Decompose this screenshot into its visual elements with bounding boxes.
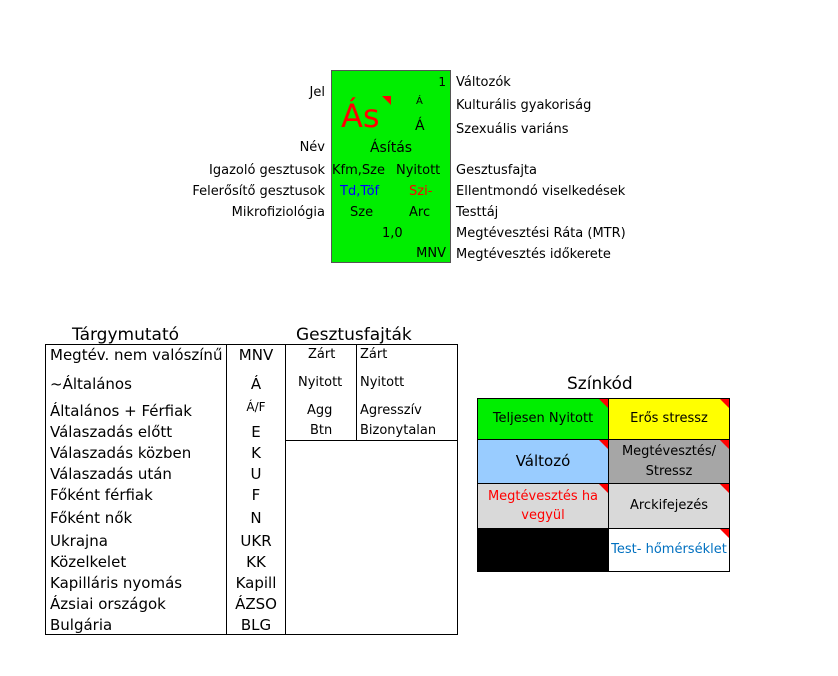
color-box-label: Test- hőmérséklet xyxy=(611,542,727,558)
color-box-label: Arckifejezés xyxy=(629,498,709,514)
gesture-long: Bizonytalan xyxy=(360,423,437,438)
index-title: Tárgymutató xyxy=(72,325,180,345)
index-row-code: K xyxy=(251,444,261,462)
index-row-code: U xyxy=(250,465,262,483)
index-row-code: Á xyxy=(250,375,262,393)
index-row-code: E xyxy=(251,423,261,441)
color-box-teljesen-nyitott: Teljesen Nyitott xyxy=(477,398,609,440)
card-arc: Arc xyxy=(409,205,431,220)
symbol-card: 1 Ás Á Á Ásítás Kfm,Sze Nyitott Td,Töf S… xyxy=(331,70,451,263)
index-row-code: UKR xyxy=(240,532,272,550)
index-row-label: Ukrajna xyxy=(50,532,108,550)
index-row-label: Kapilláris nyomás xyxy=(50,574,183,592)
label-testtaj: Testtáj xyxy=(456,205,499,220)
color-box-megtevesztes-stressz: Megtévesztés/ Stressz xyxy=(608,439,730,484)
color-box-arckifejezes: Arckifejezés xyxy=(608,483,730,529)
gesture-short: Btn xyxy=(310,423,333,438)
label-mtr: Megtévesztési Ráta (MTR) xyxy=(456,226,626,241)
color-box-valtozo: Változó xyxy=(477,439,609,484)
index-row-code: MNV xyxy=(238,346,274,364)
label-igazolo: Igazoló gesztusok xyxy=(209,163,325,178)
index-row-code: Kapill xyxy=(235,574,277,592)
card-td: Td,Töf xyxy=(340,184,380,199)
legend-table: Megtév. nem valószínű ~Általános Általán… xyxy=(45,344,458,635)
label-szexualis: Szexuális variáns xyxy=(456,122,569,137)
label-idokeret: Megtévesztés időkerete xyxy=(456,247,611,262)
label-ellentmondo: Ellentmondó viselkedések xyxy=(456,184,626,199)
card-nyitott: Nyitott xyxy=(396,163,441,178)
label-felerosito: Felerősítő gesztusok xyxy=(192,184,325,199)
card-name: Ásítás xyxy=(369,140,413,156)
gesture-short: Zárt xyxy=(308,347,336,362)
index-row-label: Válaszadás közben xyxy=(50,444,192,462)
color-box-label: Változó xyxy=(515,452,571,471)
index-row-code: N xyxy=(250,509,262,527)
label-jel: Jel xyxy=(309,85,325,100)
index-row-label: Közelkelet xyxy=(50,553,127,571)
card-number: 1 xyxy=(438,75,446,89)
index-row-label: Válaszadás előtt xyxy=(50,423,173,441)
card-sze: Sze xyxy=(350,205,374,220)
color-box-black xyxy=(477,528,609,572)
color-box-label: Erős stressz xyxy=(630,411,708,427)
label-gesztusfajta: Gesztusfajta xyxy=(456,163,537,178)
color-box-test-homerseklet: Test- hőmérséklet xyxy=(608,528,730,572)
index-row-label: Megtév. nem valószínű xyxy=(50,346,223,364)
index-row-code: KK xyxy=(246,553,266,571)
label-mikro: Mikrofiziológia xyxy=(231,205,325,220)
index-row-code: ÁZSO xyxy=(235,595,277,613)
index-row-label: Általános + Férfiak xyxy=(50,402,192,420)
card-big-a: Á xyxy=(415,118,425,134)
index-row-label: Bulgária xyxy=(50,616,113,634)
index-row-label: Főként nők xyxy=(50,509,133,527)
gesture-long: Zárt xyxy=(360,347,388,362)
card-kfm: Kfm,Sze xyxy=(332,163,385,178)
index-row-label: Ázsiai országok xyxy=(50,595,166,613)
card-szi: Szi- xyxy=(409,184,433,199)
index-row-label: Válaszadás után xyxy=(50,465,172,483)
comment-marker xyxy=(382,96,391,105)
label-nev: Név xyxy=(299,140,325,155)
card-rate: 1,0 xyxy=(382,226,403,241)
index-row-label: Főként férfiak xyxy=(50,486,153,504)
gesture-short: Nyitott xyxy=(298,375,343,390)
index-row-code: Á/F xyxy=(246,400,266,414)
index-row-code: BLG xyxy=(240,616,272,634)
gesture-long: Agresszív xyxy=(360,403,422,418)
color-box-megtevesztes-ha-vegyul: Megtévesztés ha vegyül xyxy=(477,483,609,529)
colorcode-title: Színkód xyxy=(567,374,633,394)
label-kulturalis: Kulturális gyakoriság xyxy=(456,98,592,113)
card-mnv: MNV xyxy=(416,246,446,261)
gesture-short: Agg xyxy=(307,403,333,418)
color-box-label: Teljesen Nyitott xyxy=(492,411,594,427)
gesture-long: Nyitott xyxy=(360,375,405,390)
color-box-label: Megtévesztés/ Stressz xyxy=(621,444,717,479)
label-valtozok: Változók xyxy=(456,75,511,90)
color-box-eros-stressz: Erős stressz xyxy=(608,398,730,440)
card-symbol: Ás xyxy=(341,97,380,135)
color-box-label: Megtévesztés ha vegyül xyxy=(487,488,599,524)
card-small-a: Á xyxy=(416,96,423,107)
index-row-code: F xyxy=(251,486,261,504)
gestures-title: Gesztusfajták xyxy=(296,325,412,345)
index-row-label: ~Általános xyxy=(50,375,132,393)
